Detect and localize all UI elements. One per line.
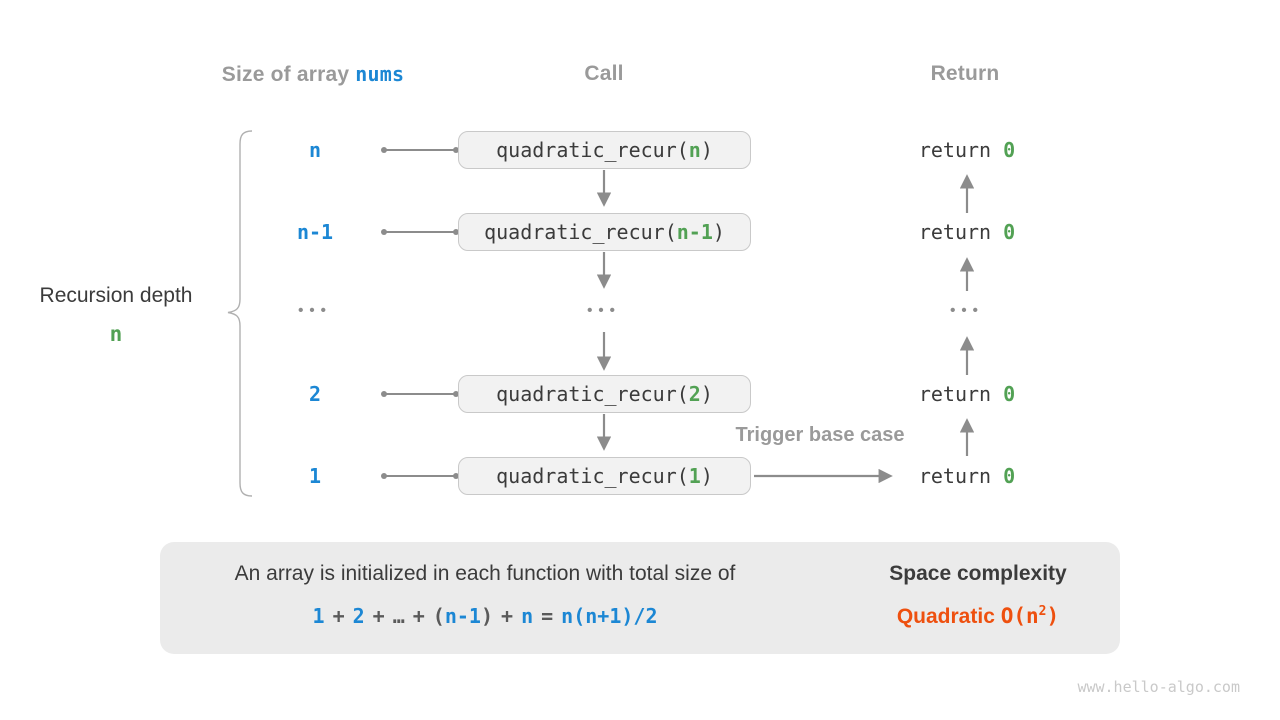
size-label-n: n: [308, 138, 322, 162]
recursion-depth-label: Recursion depth: [39, 284, 193, 307]
call-arg: 2: [688, 382, 701, 406]
formula-token: n-1: [444, 604, 481, 628]
formula-token: n: [521, 604, 534, 628]
call-text: quadratic_recur(: [496, 382, 689, 406]
call-text-close: ): [700, 382, 713, 406]
return-value: 0: [1003, 138, 1016, 162]
formula-token: +: [412, 604, 425, 628]
call-text-close: ): [712, 220, 725, 244]
call-ellipsis: •••: [587, 302, 621, 319]
call-column-header: Call: [584, 62, 624, 85]
return-keyword: return: [918, 220, 1004, 244]
return-column-header: Return: [930, 62, 1000, 85]
space-complexity-title: Space complexity: [889, 562, 1067, 585]
formula-token: +: [372, 604, 385, 628]
call-box-n: quadratic_recur(n): [458, 131, 751, 169]
recursion-depth-brace: [227, 130, 253, 497]
formula-token: n(n+1)/2: [561, 604, 658, 628]
summary-formula: 1 +2 + … + (n-1) + n = n(n+1)/2: [190, 604, 780, 628]
call-box-2: quadratic_recur(2): [458, 375, 751, 413]
return-keyword: return: [918, 138, 1004, 162]
big-o-exponent: 2: [1038, 604, 1047, 619]
trigger-base-case-label: Trigger base case: [735, 424, 905, 446]
formula-token: +: [501, 604, 514, 628]
website-watermark: www.hello-algo.com: [1077, 678, 1240, 696]
size-ellipsis: •••: [298, 302, 332, 319]
call-text: quadratic_recur(: [496, 464, 689, 488]
return-value: 0: [1003, 382, 1016, 406]
size-header-text: Size of array: [221, 63, 356, 86]
call-text-close: ): [700, 138, 713, 162]
summary-description: An array is initialized in each function…: [234, 562, 736, 585]
size-label-n-1: n-1: [296, 220, 334, 244]
return-statement-2: return 0: [867, 220, 1067, 244]
call-box-n-1: quadratic_recur(n-1): [458, 213, 751, 251]
call-arg: n-1: [676, 220, 713, 244]
return-value: 0: [1003, 220, 1016, 244]
size-column-header: Size of array nums: [163, 62, 463, 87]
summary-panel: An array is initialized in each function…: [160, 542, 1120, 654]
formula-token: …: [392, 604, 405, 628]
formula-token: ): [480, 604, 494, 628]
return-statement-1: return 0: [867, 138, 1067, 162]
call-text: quadratic_recur(: [496, 138, 689, 162]
return-keyword: return: [918, 464, 1004, 488]
big-o-suffix: ): [1046, 604, 1060, 628]
return-ellipsis: •••: [950, 302, 984, 319]
recursion-depth-value: n: [109, 322, 123, 346]
complexity-name: Quadratic: [896, 605, 1001, 628]
return-statement-5: return 0: [867, 464, 1067, 488]
call-text: quadratic_recur(: [484, 220, 677, 244]
formula-token: =: [541, 604, 554, 628]
nums-code-text: nums: [355, 62, 405, 86]
size-label-2: 2: [308, 382, 322, 406]
big-o-notation: O(n2): [1001, 604, 1059, 628]
formula-token: 2: [352, 604, 365, 628]
size-connector-lines: [381, 147, 459, 479]
space-complexity-value: Quadratic O(n2): [863, 604, 1093, 629]
return-value: 0: [1003, 464, 1016, 488]
return-statement-4: return 0: [867, 382, 1067, 406]
formula-token: 1: [312, 604, 325, 628]
return-keyword: return: [918, 382, 1004, 406]
call-arg: n: [688, 138, 701, 162]
formula-token: (: [432, 604, 445, 628]
call-text-close: ): [700, 464, 713, 488]
call-box-1: quadratic_recur(1): [458, 457, 751, 495]
size-label-1: 1: [308, 464, 322, 488]
call-arg: 1: [688, 464, 701, 488]
big-o-prefix: O(n: [1000, 604, 1039, 628]
formula-token: +: [332, 604, 345, 628]
